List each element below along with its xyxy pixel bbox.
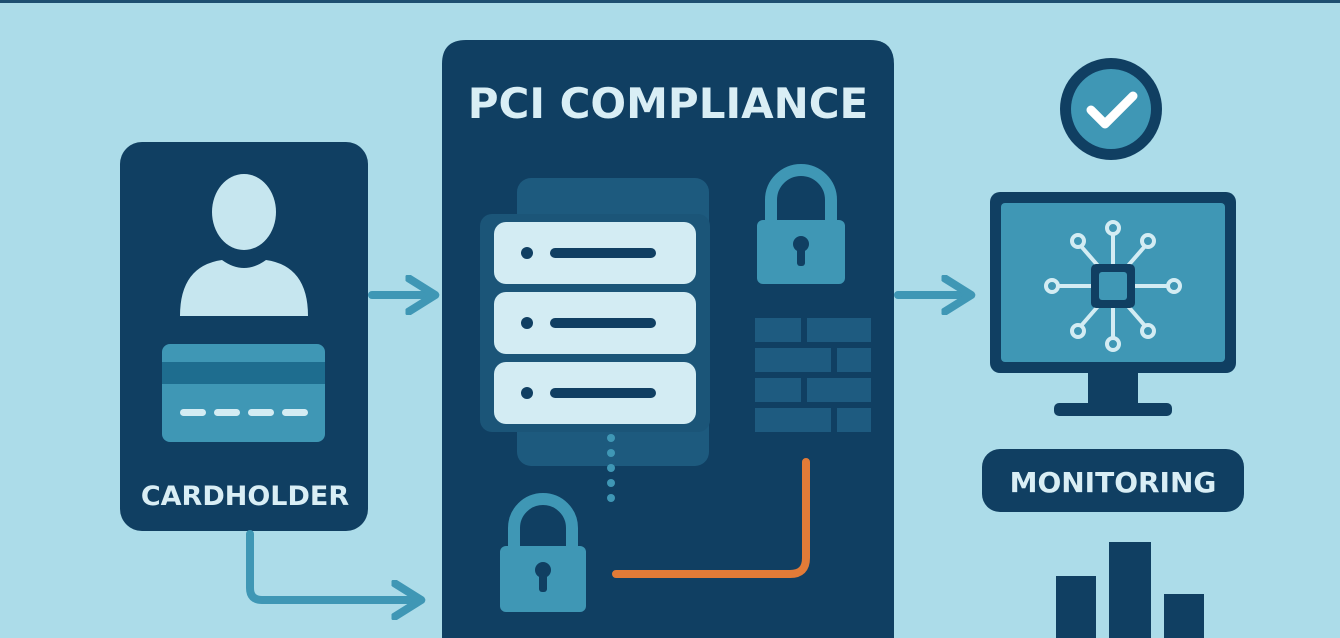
cardholder-label: CARDHOLDER <box>141 481 350 512</box>
dotted-connector <box>607 434 615 502</box>
credit-card-icon <box>162 344 325 442</box>
server-unit <box>494 362 696 424</box>
chip-icon <box>1044 220 1182 352</box>
firewall-icon <box>755 318 871 432</box>
top-border <box>0 0 1340 3</box>
checkmark-icon <box>1060 58 1162 160</box>
padlock-icon <box>757 164 845 284</box>
server-unit <box>494 222 696 284</box>
monitoring-label: MONITORING <box>1010 466 1217 499</box>
compliance-title: PCI COMPLIANCE <box>468 79 869 128</box>
monitoring-badge: MONITORING <box>982 449 1244 512</box>
server-unit <box>494 292 696 354</box>
arrow-cardholder-bottom-route <box>246 530 418 600</box>
compliance-panel: PCI COMPLIANCE <box>442 40 894 638</box>
user-icon <box>180 174 308 316</box>
connectors <box>246 295 968 600</box>
bar-chart-icon <box>1056 542 1204 638</box>
cardholder-panel: CARDHOLDER <box>120 142 368 531</box>
server-stack-icon <box>480 178 710 466</box>
orange-data-path <box>612 458 810 578</box>
monitoring-panel: MONITORING <box>982 58 1244 638</box>
monitor-icon <box>990 192 1236 416</box>
padlock-icon <box>500 493 586 612</box>
